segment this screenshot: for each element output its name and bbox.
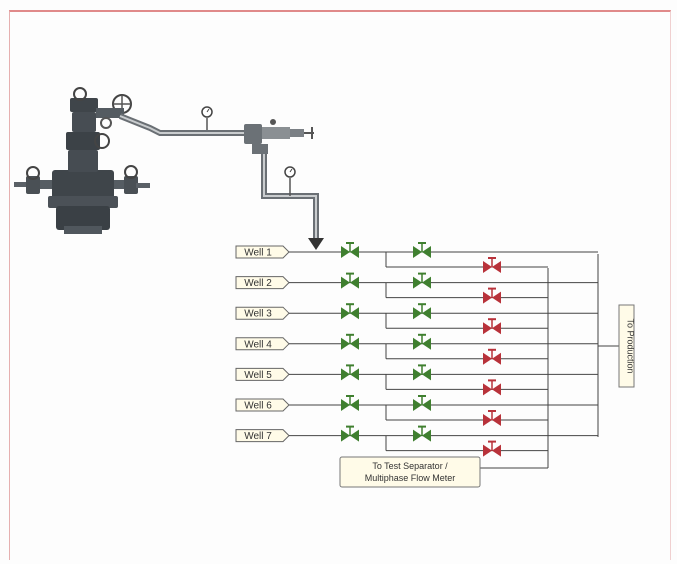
production-valve-icon (413, 333, 431, 350)
well-rows: Well 1 Well 2 Well 3 Well 4 Well 5 Well 6 Well… (235, 242, 598, 457)
well-tag (235, 337, 290, 351)
well-label: Well 5 (244, 370, 272, 381)
wellhead-icon (14, 87, 150, 234)
test-valve-icon (483, 379, 501, 396)
well-tag (235, 398, 290, 412)
well-tag (235, 245, 290, 259)
production-valve-icon (413, 395, 431, 411)
well-row: Well 4 (235, 333, 598, 365)
well-label: Well 6 (244, 401, 272, 412)
test-valve-icon (483, 318, 501, 335)
production-valve-icon (413, 303, 431, 320)
well-row: Well 6 (235, 395, 598, 426)
to-test-separator-box: To Test Separator / Multiphase Flow Mete… (339, 456, 481, 488)
test-valve-icon (483, 348, 501, 365)
well-label: Well 1 (244, 248, 272, 259)
well-row: Well 5 (235, 364, 598, 396)
test-valve-icon (483, 410, 501, 426)
to-production-box: To Production (618, 304, 636, 388)
isolation-valve-icon (341, 303, 359, 320)
pressure-gauge-icon (201, 106, 213, 130)
well-label: Well 3 (244, 309, 272, 320)
well-label: Well 7 (244, 431, 272, 442)
choke-valve-icon (244, 119, 314, 154)
isolation-valve-icon (341, 364, 359, 381)
test-header (480, 268, 549, 469)
isolation-valve-icon (341, 395, 359, 411)
well-row: Well 3 (235, 303, 598, 335)
well-row: Well 7 (235, 425, 598, 457)
isolation-valve-icon (341, 333, 359, 350)
well-row: Well 1 (235, 242, 598, 273)
test-valve-icon (483, 287, 501, 304)
isolation-valve-icon (341, 242, 359, 258)
diagram-frame (9, 10, 671, 560)
to-test-label-line1: To Test Separator / (372, 461, 448, 471)
test-valve-icon (483, 440, 501, 457)
to-test-label-line2: Multiphase Flow Meter (365, 473, 456, 483)
isolation-valve-icon (341, 425, 359, 442)
isolation-valve-icon (341, 272, 359, 289)
production-valve-icon (413, 425, 431, 442)
well-tag (235, 276, 290, 290)
production-valve-icon (413, 364, 431, 381)
production-valve-icon (413, 242, 431, 258)
production-header (597, 254, 619, 437)
well-tag (235, 367, 290, 381)
well-label: Well 4 (244, 339, 272, 350)
well-row: Well 2 (235, 272, 598, 304)
to-production-label: To Production (626, 318, 636, 373)
well-tag (235, 429, 290, 443)
pressure-gauge-icon (284, 166, 296, 196)
flowline (118, 113, 245, 136)
test-valve-icon (483, 257, 501, 273)
well-tag (235, 306, 290, 320)
production-valve-icon (413, 272, 431, 289)
well-label: Well 2 (244, 278, 272, 289)
